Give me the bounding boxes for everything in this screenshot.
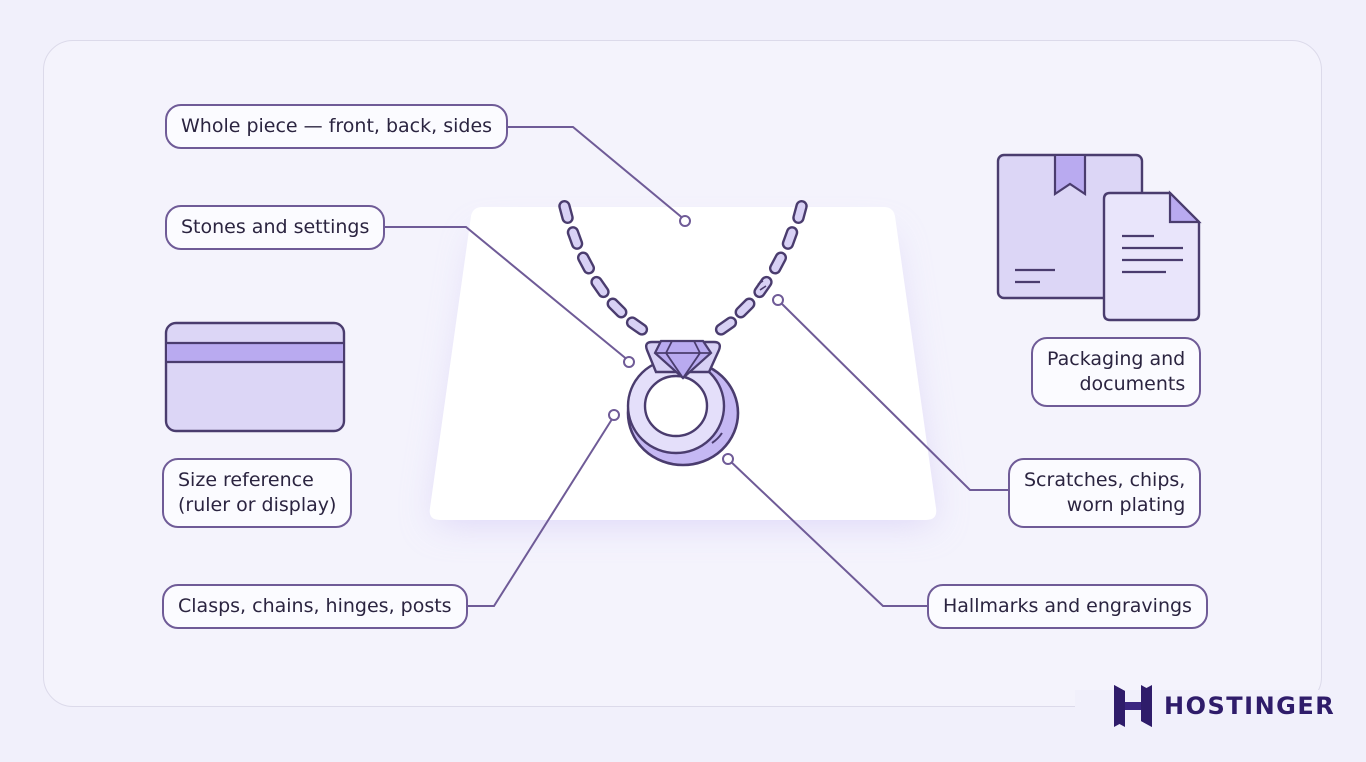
leader-dots: [608, 215, 784, 465]
label-hallmarks: Hallmarks and engravings: [927, 584, 1208, 629]
label-whole-piece-text: Whole piece — front, back, sides: [181, 115, 493, 137]
label-whole-piece: Whole piece — front, back, sides: [165, 104, 509, 149]
ring-icon: [626, 339, 740, 467]
card-icon: [164, 321, 346, 433]
label-stones-settings: Stones and settings: [165, 205, 386, 250]
document-icon: [1102, 190, 1202, 322]
label-scratches: Scratches, chips, worn plating: [1008, 458, 1202, 528]
necklace-chain: [558, 200, 808, 336]
leader-lines: [385, 126, 1009, 607]
label-hallmarks-text: Hallmarks and engravings: [943, 595, 1192, 617]
label-stones-settings-text: Stones and settings: [181, 216, 370, 238]
label-size-reference-line-2: (ruler or display): [178, 494, 337, 516]
brand-name: HOSTINGER: [1164, 692, 1336, 720]
label-size-reference: Size reference (ruler or display): [162, 458, 353, 528]
brand-logo: HOSTINGER: [1114, 684, 1335, 728]
chain-clasp-detail: [757, 280, 767, 291]
label-packaging: Packaging and documents: [1031, 337, 1202, 407]
label-packaging-line-2: documents: [1079, 373, 1186, 395]
label-size-reference-line-1: Size reference: [178, 469, 314, 491]
hostinger-h-logo-icon: [1114, 685, 1152, 727]
label-scratches-line-1: Scratches, chips,: [1024, 469, 1186, 491]
label-packaging-line-1: Packaging and: [1047, 348, 1186, 370]
label-scratches-line-2: worn plating: [1066, 494, 1186, 516]
label-clasps: Clasps, chains, hinges, posts: [162, 584, 468, 629]
label-clasps-text: Clasps, chains, hinges, posts: [178, 595, 452, 617]
